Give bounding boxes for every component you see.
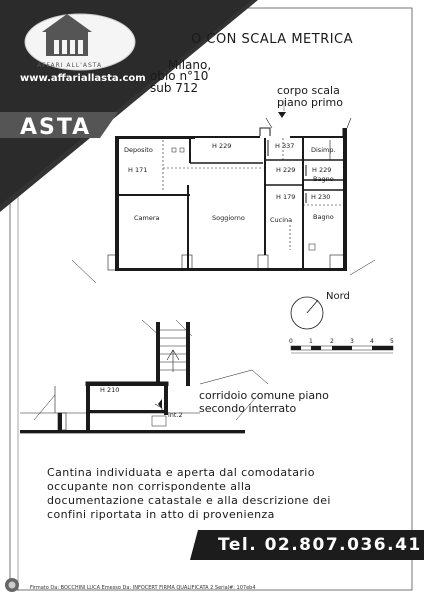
plan-sub: sub 712: [150, 81, 199, 95]
room-camera: Camera: [134, 214, 160, 222]
north-label: Nord: [326, 291, 350, 302]
scale-tick-2: 2: [330, 338, 334, 345]
room-cucina: Cucina: [270, 216, 293, 224]
asta-badge-shape: [0, 112, 118, 138]
height-bagno-small: H 229: [312, 166, 332, 174]
plan-floor: obio n°10: [150, 69, 209, 83]
corridor-line-2: secondo interrato: [199, 402, 297, 415]
piano-primo-label: piano primo: [277, 96, 343, 109]
phone-bar: [190, 530, 424, 560]
scale-tick-0: 0: [289, 338, 293, 345]
cantina-plan: [20, 319, 269, 434]
corpo-scala-label: corpo scala: [277, 84, 340, 97]
signature-footer: Firmato Da: BOCCHINI LUCA Emesso Da: INF…: [30, 585, 256, 591]
website-url[interactable]: www.affariallasta.com: [20, 73, 146, 84]
cantina-description: Cantina individuata e aperta dal comodat…: [47, 466, 331, 521]
height-mid: H 229: [276, 166, 296, 174]
height-cucina: H 179: [276, 193, 296, 201]
height-cantina: H 210: [100, 386, 120, 394]
room-deposito: Deposito: [124, 146, 153, 154]
corridor-line-1: corridoio comune piano: [199, 389, 329, 402]
room-bagno-small: Bagno: [313, 175, 334, 183]
north-compass: [290, 296, 324, 330]
scale-bar: [290, 345, 394, 354]
plan-city: Milano,: [168, 58, 212, 72]
scale-tick-3: 3: [350, 338, 354, 345]
scale-tick-1: 1: [309, 338, 313, 345]
height-bagno: H 230: [311, 193, 331, 201]
plan-title: O CON SCALA METRICA: [191, 32, 354, 47]
house-logo-icon: [42, 14, 92, 56]
height-disimp: H 337: [275, 142, 295, 150]
scale-tick-5: 5: [390, 338, 394, 345]
height-deposito: H 171: [128, 166, 148, 174]
int-label: int.2: [168, 411, 183, 419]
room-disimp: Disimp.: [311, 146, 336, 154]
scale-tick-4: 4: [370, 338, 374, 345]
room-bagno: Bagno: [313, 213, 334, 221]
asta-badge: ASTA: [20, 115, 92, 140]
apartment-plan: [71, 100, 376, 284]
seal-icon: [5, 578, 19, 592]
room-soggiorno: Soggiorno: [212, 214, 245, 222]
logo-text: AFFARI ALL'ASTA: [37, 62, 103, 69]
height-soggiorno: H 229: [212, 142, 232, 150]
phone-number[interactable]: Tel. 02.807.036.41: [218, 535, 422, 555]
